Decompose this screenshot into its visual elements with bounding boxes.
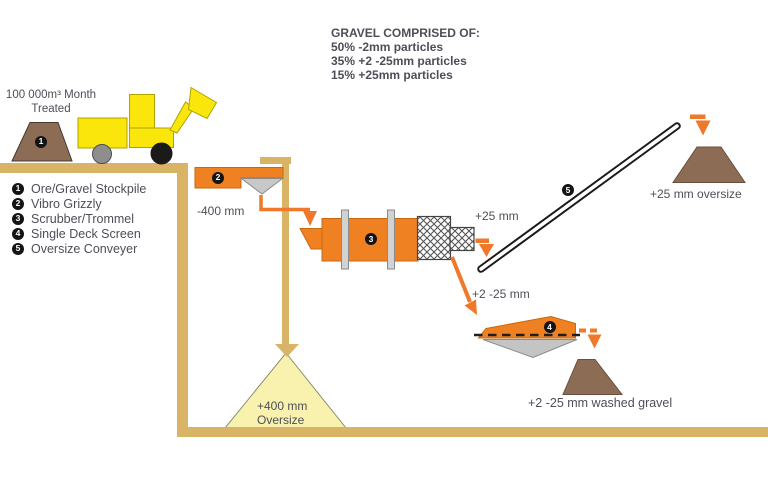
composition-line: 15% +25mm particles [331, 68, 453, 82]
label-plus2-25mm: +2 -25 mm [472, 287, 530, 301]
legend-marker-1: 1 [12, 182, 24, 195]
screen-underpan [482, 339, 578, 359]
plus25-oversize-pile [672, 146, 746, 183]
composition-note: GRAVEL COMPRISED OF: 50% -2mm particles … [331, 26, 480, 82]
label-minus-400mm: -400 mm [197, 204, 245, 218]
legend-item-grizzly: 2 Vibro Grizzly [12, 196, 146, 211]
loader-front-wheel [150, 142, 173, 165]
arrow-conveyor-to-pile [690, 114, 711, 136]
legend-marker-5: 5 [12, 242, 24, 255]
loader-cab [129, 94, 155, 129]
marker-stockpile: 1 [35, 135, 47, 148]
scrubber-ring-right [387, 209, 395, 270]
oversize-conveyor [477, 122, 681, 273]
ground-left-wall [177, 163, 188, 437]
ground-bottom [177, 427, 768, 437]
throughput-label: 100 000m³ Month Treated [5, 89, 97, 115]
flow-grizzly-to-scrubber [259, 195, 317, 226]
ground-top-left [0, 163, 188, 173]
label-plus25-oversize: +25 mm oversize [650, 187, 742, 201]
composition-line: 35% +2 -25mm particles [331, 54, 467, 68]
arrow-screen-to-washed [579, 328, 602, 349]
washed-gravel-pile [562, 359, 624, 395]
flow-grizzly-to-oversize [260, 157, 299, 357]
legend-item-conveyor: 5 Oversize Conveyer [12, 241, 146, 256]
legend-marker-2: 2 [12, 197, 24, 210]
label-plus-25mm: +25 mm [475, 209, 519, 223]
arrow-plus25-to-conveyor [475, 238, 494, 257]
front-loader [77, 86, 218, 165]
ground-lines [0, 163, 768, 437]
marker-scrubber: 3 [365, 233, 377, 245]
label-washed-gravel: +2 -25 mm washed gravel [528, 396, 673, 410]
scrubber-trommel [299, 209, 475, 270]
legend-item-scrubber: 3 Scrubber/Trommel [12, 211, 146, 226]
marker-screen: 4 [543, 321, 556, 333]
single-deck-screen [474, 315, 580, 359]
loader-rear-body [77, 117, 128, 149]
composition-line: 50% -2mm particles [331, 40, 444, 54]
legend: 1 Ore/Gravel Stockpile 2 Vibro Grizzly 3… [12, 181, 146, 256]
trommel-screen-large [416, 215, 452, 261]
label-plus400-oversize: +400 mm Oversize [257, 399, 308, 427]
flow-trommel-to-screen [450, 256, 477, 315]
legend-marker-4: 4 [12, 227, 24, 240]
composition-title: GRAVEL COMPRISED OF: [331, 26, 480, 40]
grizzly-funnel [240, 178, 284, 195]
loader-bucket [187, 86, 218, 120]
marker-grizzly: 2 [212, 171, 224, 184]
legend-item-stockpile: 1 Ore/Gravel Stockpile [12, 181, 146, 196]
marker-conveyor: 5 [562, 184, 574, 196]
scrubber-feed-chute [299, 228, 325, 250]
trommel-screen-small [449, 226, 475, 252]
vibro-grizzly [194, 167, 284, 195]
loader-rear-wheel [92, 144, 112, 164]
legend-item-screen: 4 Single Deck Screen [12, 226, 146, 241]
scrubber-ring-left [341, 209, 349, 270]
legend-marker-3: 3 [12, 212, 24, 225]
